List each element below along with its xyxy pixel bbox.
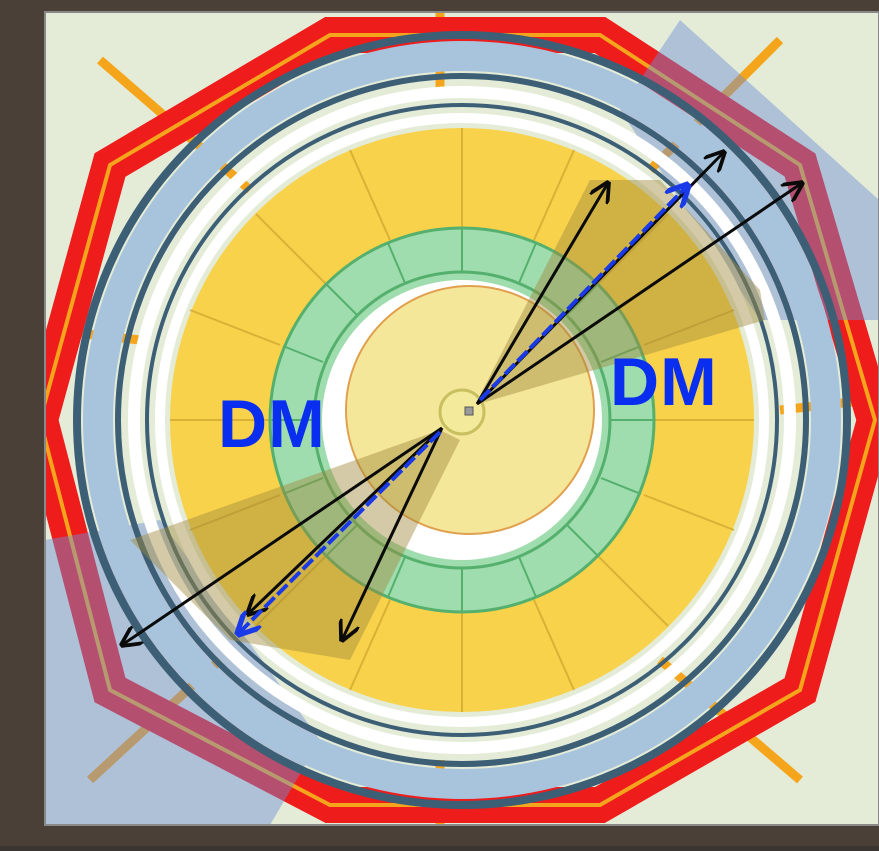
jet-cone-left <box>130 430 460 660</box>
em-segments <box>270 228 654 612</box>
arrow-right-1 <box>475 183 608 405</box>
thin-dark-ring <box>145 103 779 737</box>
hadronic-segments <box>170 128 754 712</box>
jet-band-right <box>620 20 879 320</box>
frame-border <box>44 11 879 826</box>
outer-calorimeter-frame <box>45 33 878 807</box>
dm-arrow-right <box>478 185 688 402</box>
dot-icon <box>464 406 474 416</box>
jet-cone-right <box>475 180 765 405</box>
dm-label-right: DM <box>610 344 718 420</box>
arrow-right-3 <box>476 183 802 406</box>
dm-arrow-left <box>238 430 442 634</box>
solenoid-inner-line <box>115 73 809 767</box>
white-gap-ring <box>128 86 796 754</box>
white-gap-ring-2 <box>155 113 769 727</box>
arrow-left-3 <box>342 427 444 640</box>
solenoid-outer <box>73 31 851 809</box>
arrow-left-2 <box>248 426 444 614</box>
dm-label-left: DM <box>218 386 326 462</box>
arrows-left <box>122 426 444 645</box>
solenoid-band <box>83 41 841 799</box>
beam-pipe <box>438 388 486 436</box>
arrow-left-1 <box>122 426 443 645</box>
